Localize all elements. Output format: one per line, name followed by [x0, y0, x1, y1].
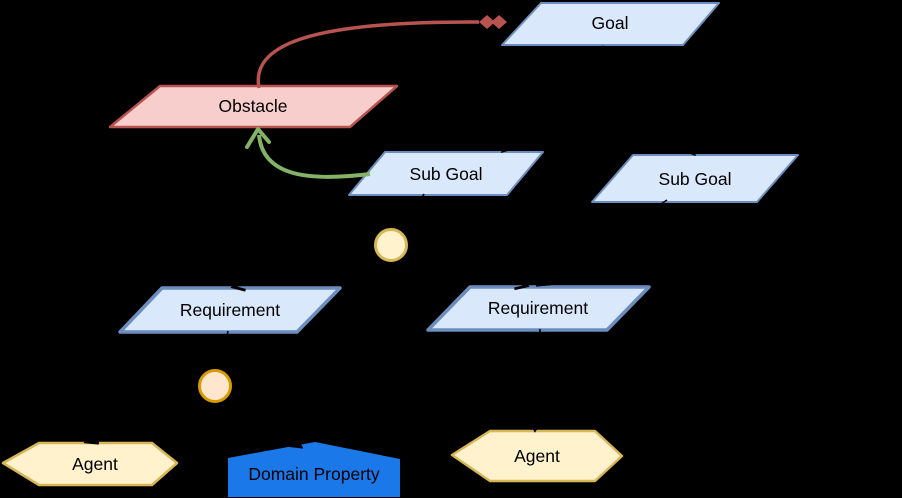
requirement-right-node[interactable]	[426, 285, 651, 332]
refinement-connector-goal-to-subgoal-right[interactable]	[602, 45, 694, 154]
subgoal-left-node[interactable]	[348, 151, 544, 196]
domain-property-node[interactable]	[228, 442, 400, 497]
obstacle-node[interactable]	[108, 84, 399, 129]
goal-node[interactable]	[501, 2, 720, 46]
and-refinement-circle-upper[interactable]	[374, 228, 408, 262]
chevron-arrowhead	[245, 127, 271, 149]
refinement-connector-subgoal-right-to-requirement-right[interactable]	[538, 199, 668, 285]
resolution-arrow[interactable]	[245, 127, 371, 179]
refinement-connector-requirement-left-to-circle-lower[interactable]	[218, 330, 229, 372]
subgoal-right-label: Sub Goal	[659, 169, 732, 189]
refinement-connector-goal-to-subgoal-left[interactable]	[503, 45, 604, 151]
double-diamond-arrowhead	[491, 15, 507, 29]
obstruction-arrow[interactable]	[256, 15, 507, 89]
agent-left-node[interactable]	[1, 441, 179, 487]
agent-left-label: Agent	[72, 454, 118, 474]
subgoal-right-node[interactable]	[591, 154, 799, 203]
subgoal-left-label: Sub Goal	[410, 164, 483, 184]
refinement-connector-circle-to-requirement-left[interactable]	[233, 249, 376, 287]
domain-property-label: Domain Property	[248, 464, 380, 484]
refinement-connector-circle-to-requirement-right[interactable]	[405, 249, 527, 286]
agent-right-node[interactable]	[450, 429, 624, 483]
goal-label: Goal	[592, 13, 629, 33]
double-diamond-arrowhead	[479, 15, 495, 29]
agent-right-label: Agent	[514, 446, 560, 466]
refinement-connector-circle-lower-to-domain-property[interactable]	[227, 394, 301, 447]
and-refinement-circle-lower[interactable]	[198, 369, 232, 403]
requirement-left-node[interactable]	[118, 286, 342, 334]
obstacle-label: Obstacle	[218, 96, 287, 116]
requirement-right-label: Requirement	[488, 298, 588, 318]
refinement-connector-requirement-right-to-agent-right[interactable]	[535, 328, 540, 430]
requirement-left-label: Requirement	[180, 300, 280, 320]
resolution-arrow-curve	[257, 134, 371, 179]
refinement-connector-circle-lower-to-agent-left[interactable]	[86, 391, 201, 442]
obstruction-arrow-curve	[256, 20, 480, 89]
refinement-connector-subgoal-left-to-circle[interactable]	[401, 193, 425, 231]
